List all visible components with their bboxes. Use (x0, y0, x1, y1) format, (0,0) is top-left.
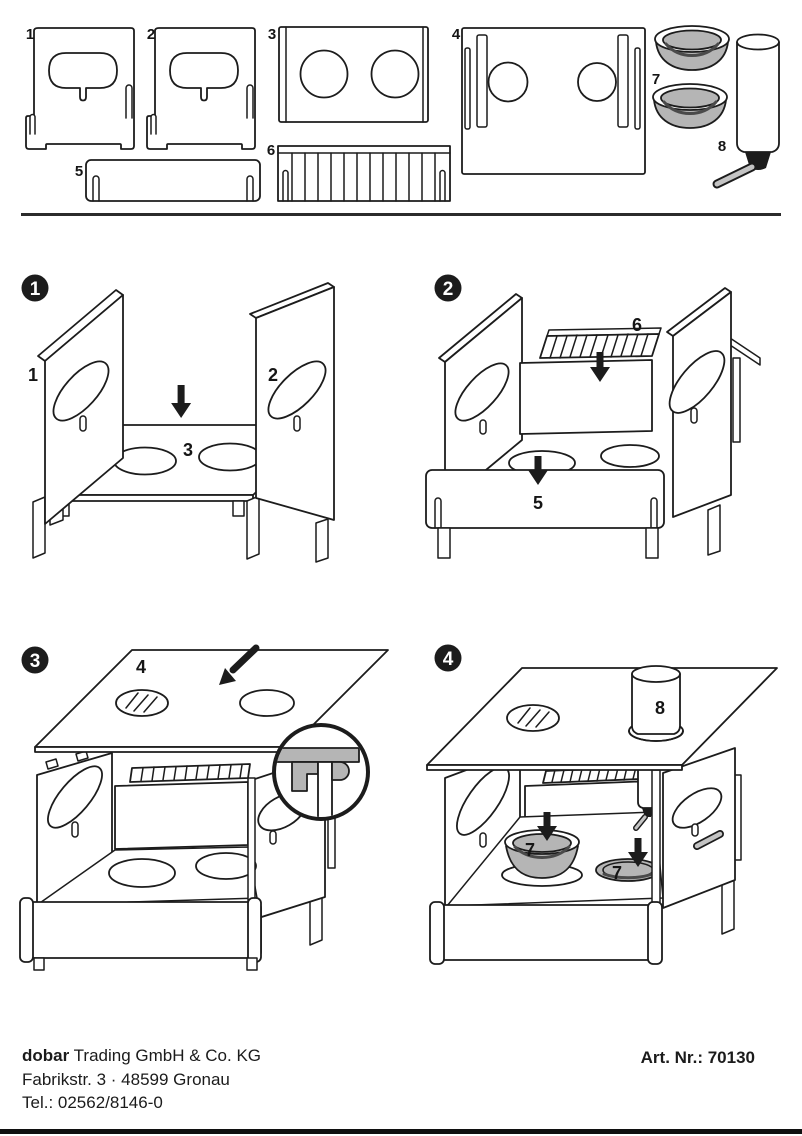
step2-grate (539, 327, 662, 359)
step4-callout-8: 8 (655, 698, 665, 718)
step3-callout-4: 4 (136, 657, 146, 677)
detail-magnifier (272, 723, 370, 821)
part-label-3: 3 (268, 26, 276, 43)
step2-callout-6: 6 (632, 315, 642, 335)
step2-callout-5: 5 (533, 493, 543, 513)
publisher-info: dobar Trading GmbH & Co. KG Fabrikstr. 3… (22, 1044, 261, 1115)
phone-line: Tel.: 02562/8146-0 (22, 1093, 163, 1112)
step-1-badge: 1 (21, 274, 49, 302)
svg-text:4: 4 (443, 649, 454, 670)
down-arrow-icon (528, 456, 548, 485)
address-line: Fabrikstr. 3 · 48599 Gronau (22, 1069, 230, 1089)
step2-front-strip (425, 469, 665, 559)
part-label-6: 6 (267, 142, 275, 159)
part-7-bowls (651, 24, 731, 130)
part-6-grate (277, 145, 451, 202)
part-4-top-board (461, 27, 646, 175)
step1-left-panel (32, 289, 124, 559)
step4-bowl-left (501, 829, 583, 887)
svg-text:3: 3 (30, 651, 41, 672)
part-label-8: 8 (718, 138, 726, 155)
step2-right-panel (666, 287, 732, 556)
step3-box (19, 750, 336, 971)
step4-bowl-right (595, 858, 661, 882)
company-line: dobar Trading GmbH & Co. KG (22, 1044, 261, 1068)
svg-text:1: 1 (30, 279, 41, 300)
step-3-badge: 3 (21, 646, 49, 674)
company-suffix: Trading GmbH & Co. KG (69, 1046, 262, 1065)
diagonal-arrow-icon (229, 644, 260, 674)
step4-front-strip (429, 901, 663, 965)
part-8-water-bottle (712, 33, 780, 189)
part-label-4: 4 (452, 26, 461, 43)
diagonal-arrow-head (219, 668, 236, 685)
step-4-badge: 4 (434, 644, 462, 672)
step4-callout-7a: 7 (525, 840, 535, 860)
section-divider (21, 213, 781, 216)
company-name: dobar (22, 1046, 70, 1065)
step-4-illustration: 8 7 7 4 (426, 644, 778, 965)
parts-overview-illustration: 1 2 3 4 5 6 7 8 (25, 24, 780, 202)
step3-top-board (34, 649, 389, 753)
part-label-2: 2 (147, 26, 155, 43)
down-arrow-icon (171, 385, 192, 418)
step1-callout-2: 2 (268, 365, 278, 385)
step1-callout-1: 1 (28, 365, 38, 385)
step1-right-panel (246, 282, 335, 563)
article-number: Art. Nr.: 70130 (640, 1048, 755, 1067)
down-arrow-icon (628, 838, 648, 867)
part-label-5: 5 (75, 163, 83, 180)
part-2-side-panel (146, 27, 256, 150)
step-2-badge: 2 (434, 274, 462, 302)
part-1-side-panel (25, 27, 135, 150)
down-arrow-icon (537, 812, 557, 841)
step-3-illustration: 4 3 (19, 644, 389, 971)
part-label-1: 1 (26, 26, 34, 43)
step4-callout-7b: 7 (612, 863, 622, 883)
step-1-illustration: 1 2 3 1 (21, 274, 335, 563)
step4-bottle (628, 665, 684, 742)
down-arrow-icon (590, 352, 610, 382)
step4-top-board (426, 667, 778, 771)
part-5-front-strip (85, 159, 261, 202)
part-label-7: 7 (652, 71, 660, 88)
step1-callout-3: 3 (183, 440, 193, 460)
bottom-rule (0, 1129, 802, 1134)
step4-box (444, 747, 742, 935)
svg-text:2: 2 (443, 279, 454, 300)
step-2-illustration: 6 5 2 (425, 274, 761, 559)
part-3-floor-board (278, 26, 429, 123)
